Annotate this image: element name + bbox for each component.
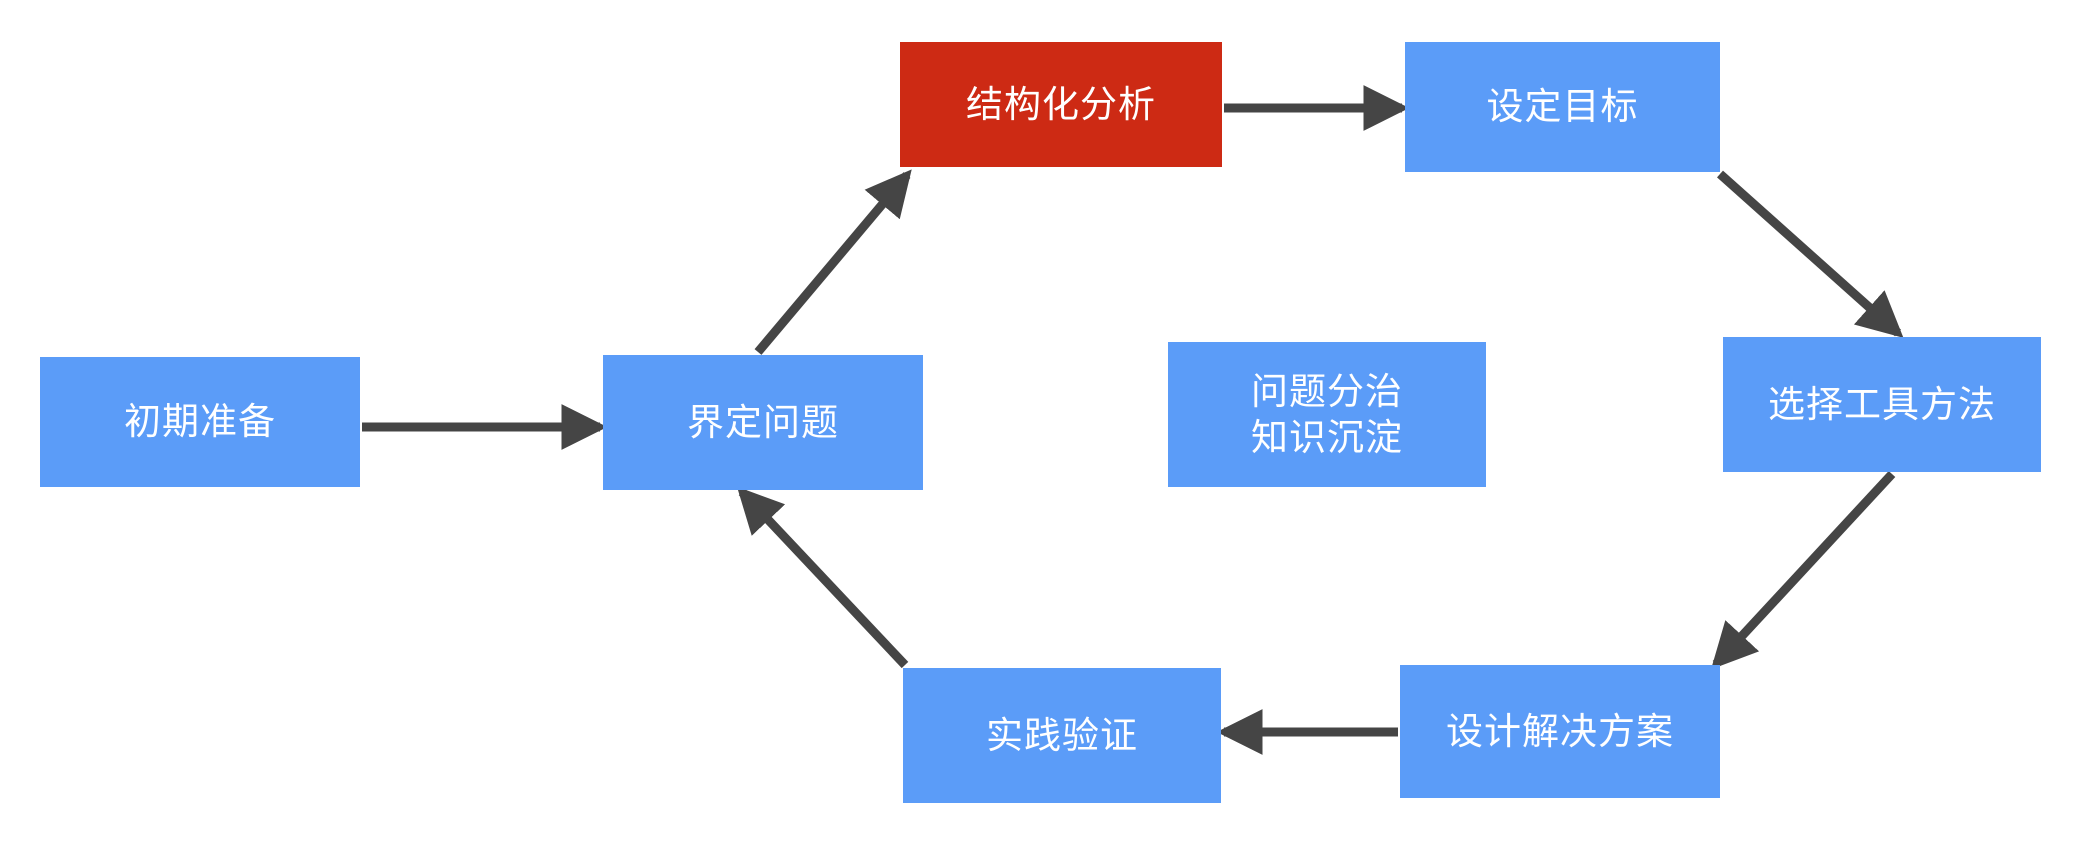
node-define[interactable]: 界定问题	[603, 355, 923, 490]
node-set-goal-label: 设定目标	[1486, 86, 1639, 128]
node-design-solution-label: 设计解决方案	[1446, 710, 1674, 752]
node-practice-verify[interactable]: 实践验证	[903, 668, 1221, 803]
edge-goal-tools	[1717, 170, 1904, 338]
node-set-goal[interactable]: 设定目标	[1405, 42, 1720, 172]
node-center-note[interactable]: 问题分治 知识沉淀	[1168, 342, 1486, 487]
node-structured-analysis-label: 结构化分析	[966, 83, 1156, 125]
node-practice-verify-label: 实践验证	[986, 714, 1138, 756]
node-select-tools-label: 选择工具方法	[1768, 383, 1996, 425]
node-select-tools[interactable]: 选择工具方法	[1723, 337, 2041, 472]
node-prep-label: 初期准备	[124, 401, 276, 443]
node-structured-analysis[interactable]: 结构化分析	[900, 42, 1222, 167]
node-prep[interactable]: 初期准备	[40, 357, 360, 487]
node-center-note-label: 问题分治 知识沉淀	[1251, 371, 1403, 458]
edge-practice-define	[736, 486, 909, 669]
node-design-solution[interactable]: 设计解决方案	[1400, 665, 1720, 798]
edge-tools-design	[1711, 470, 1896, 670]
edge-define-structured	[754, 169, 912, 355]
node-define-label: 界定问题	[687, 401, 839, 443]
